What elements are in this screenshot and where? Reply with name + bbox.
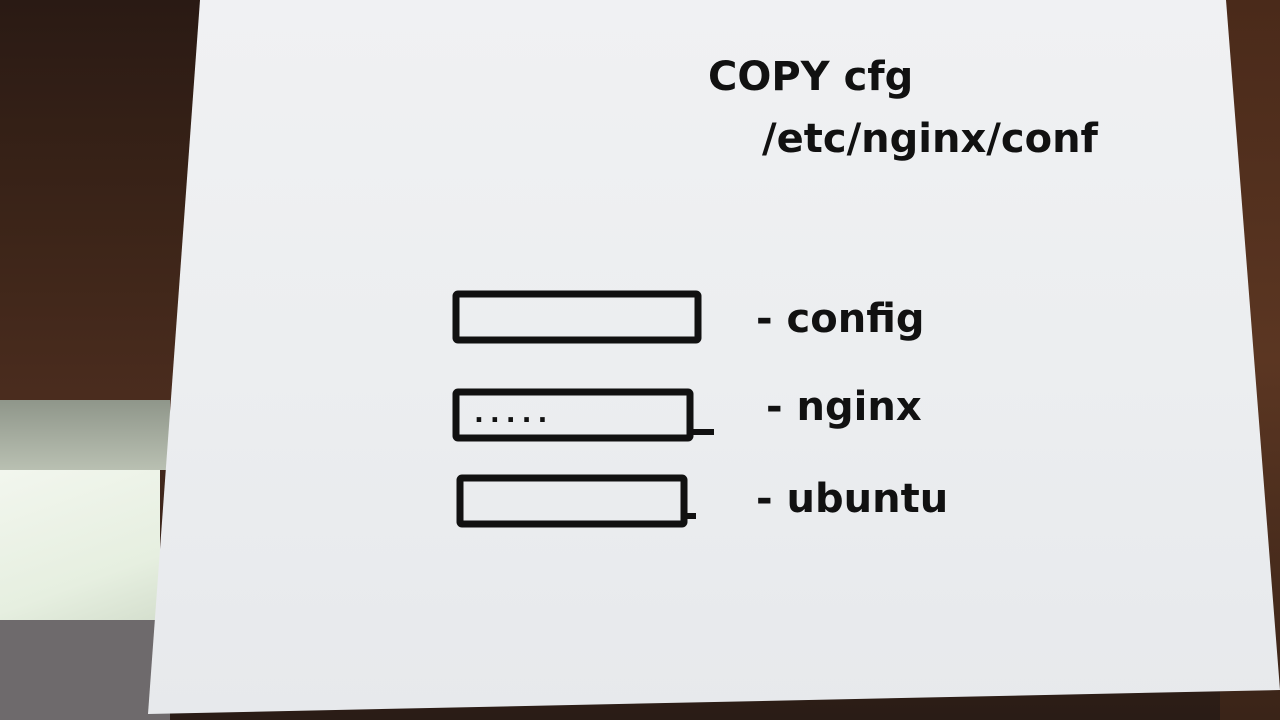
paper-sheet <box>148 0 1280 714</box>
layer-label-nginx: - nginx <box>766 384 922 430</box>
layer-label-config: - config <box>756 296 924 342</box>
layer-box-config <box>452 290 702 344</box>
heading-line-1: COPY cfg <box>708 54 913 100</box>
layer-content-nginx: ..... <box>474 399 553 429</box>
background-carpet <box>0 620 170 720</box>
layer-box-nginx <box>452 388 694 442</box>
heading-line-2: /etc/nginx/conf <box>762 116 1099 162</box>
layer-label-ubuntu: - ubuntu <box>756 476 948 522</box>
layer-box-ubuntu <box>456 474 688 528</box>
background-ledge <box>0 400 170 470</box>
